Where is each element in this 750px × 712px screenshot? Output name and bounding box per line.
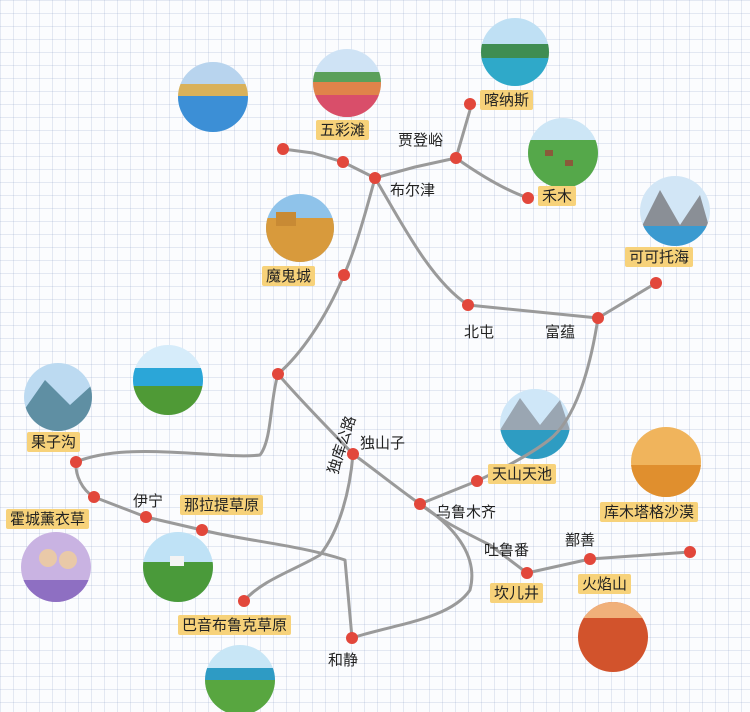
photo-moguicheng: [266, 194, 334, 262]
node-guozigou[interactable]: [70, 456, 82, 468]
label-huocheng: 霍城薰衣草: [6, 509, 90, 529]
photo-keketuohai: [640, 176, 710, 246]
label-hejing: 和静: [328, 651, 359, 669]
label-beitun: 北屯: [464, 323, 495, 341]
node-keketuohai[interactable]: [650, 277, 662, 289]
node-buerjin[interactable]: [369, 172, 381, 184]
label-wucaitan: 五彩滩: [316, 120, 370, 140]
label-shanshan: 鄯善: [565, 531, 596, 549]
node-fuyun[interactable]: [592, 312, 604, 324]
node-wucaitan-west[interactable]: [277, 143, 289, 155]
label-buerjin: 布尔津: [390, 181, 436, 199]
node-wucaitan[interactable]: [337, 156, 349, 168]
label-tulufan: 吐鲁番: [484, 541, 530, 559]
label-huoyanshan: 火焰山: [578, 574, 632, 594]
node-dushanzi[interactable]: [347, 448, 359, 460]
label-karez: 坎儿井: [490, 583, 544, 603]
photo-kanasi: [481, 18, 549, 86]
label-yining: 伊宁: [133, 492, 164, 510]
label-fuyun: 富蕴: [545, 323, 576, 341]
label-bayinbuluke: 巴音布鲁克草原: [178, 615, 292, 635]
node-yining[interactable]: [140, 511, 152, 523]
label-hemu: 禾木: [538, 186, 577, 206]
node-huoyanshan-east[interactable]: [684, 546, 696, 558]
node-shanshan[interactable]: [584, 553, 596, 565]
label-tianchi: 天山天池: [488, 464, 557, 484]
photo-lavender: [21, 532, 91, 602]
node-tianchi[interactable]: [471, 475, 483, 487]
photo-sailimu: [133, 345, 203, 415]
photo-guozigou: [24, 363, 92, 431]
node-beitun[interactable]: [462, 299, 474, 311]
node-hemu[interactable]: [522, 192, 534, 204]
photo-bayinbuluke: [205, 645, 275, 712]
label-nalati: 那拉提草原: [180, 495, 264, 515]
label-jiadengyu: 贾登峪: [398, 131, 444, 149]
node-hejing[interactable]: [346, 632, 358, 644]
label-kumutag: 库木塔格沙漠: [600, 502, 699, 522]
node-bayinbuluke[interactable]: [238, 595, 250, 607]
photo-kumutag: [631, 427, 701, 497]
label-wulumuqi: 乌鲁木齐: [436, 503, 497, 521]
node-moguicheng[interactable]: [338, 269, 350, 281]
photo-hemu: [528, 118, 598, 188]
photo-nalati: [143, 532, 213, 602]
label-dushanzi: 独山子: [360, 434, 406, 452]
node-junction-west[interactable]: [272, 368, 284, 380]
node-wulumuqi[interactable]: [414, 498, 426, 510]
label-moguicheng: 魔鬼城: [262, 266, 316, 286]
route-nodes: [70, 98, 696, 644]
node-kanasi[interactable]: [464, 98, 476, 110]
label-kanasi: 喀纳斯: [480, 90, 534, 110]
node-jiadengyu[interactable]: [450, 152, 462, 164]
node-nalati[interactable]: [196, 524, 208, 536]
label-guozigou: 果子沟: [27, 432, 81, 452]
photo-wucaitan-lake: [178, 62, 248, 132]
photo-huoyanshan: [578, 602, 648, 672]
label-keketuohai: 可可托海: [625, 247, 694, 267]
node-karez[interactable]: [521, 567, 533, 579]
photo-wucaitan: [313, 49, 381, 117]
node-huocheng[interactable]: [88, 491, 100, 503]
